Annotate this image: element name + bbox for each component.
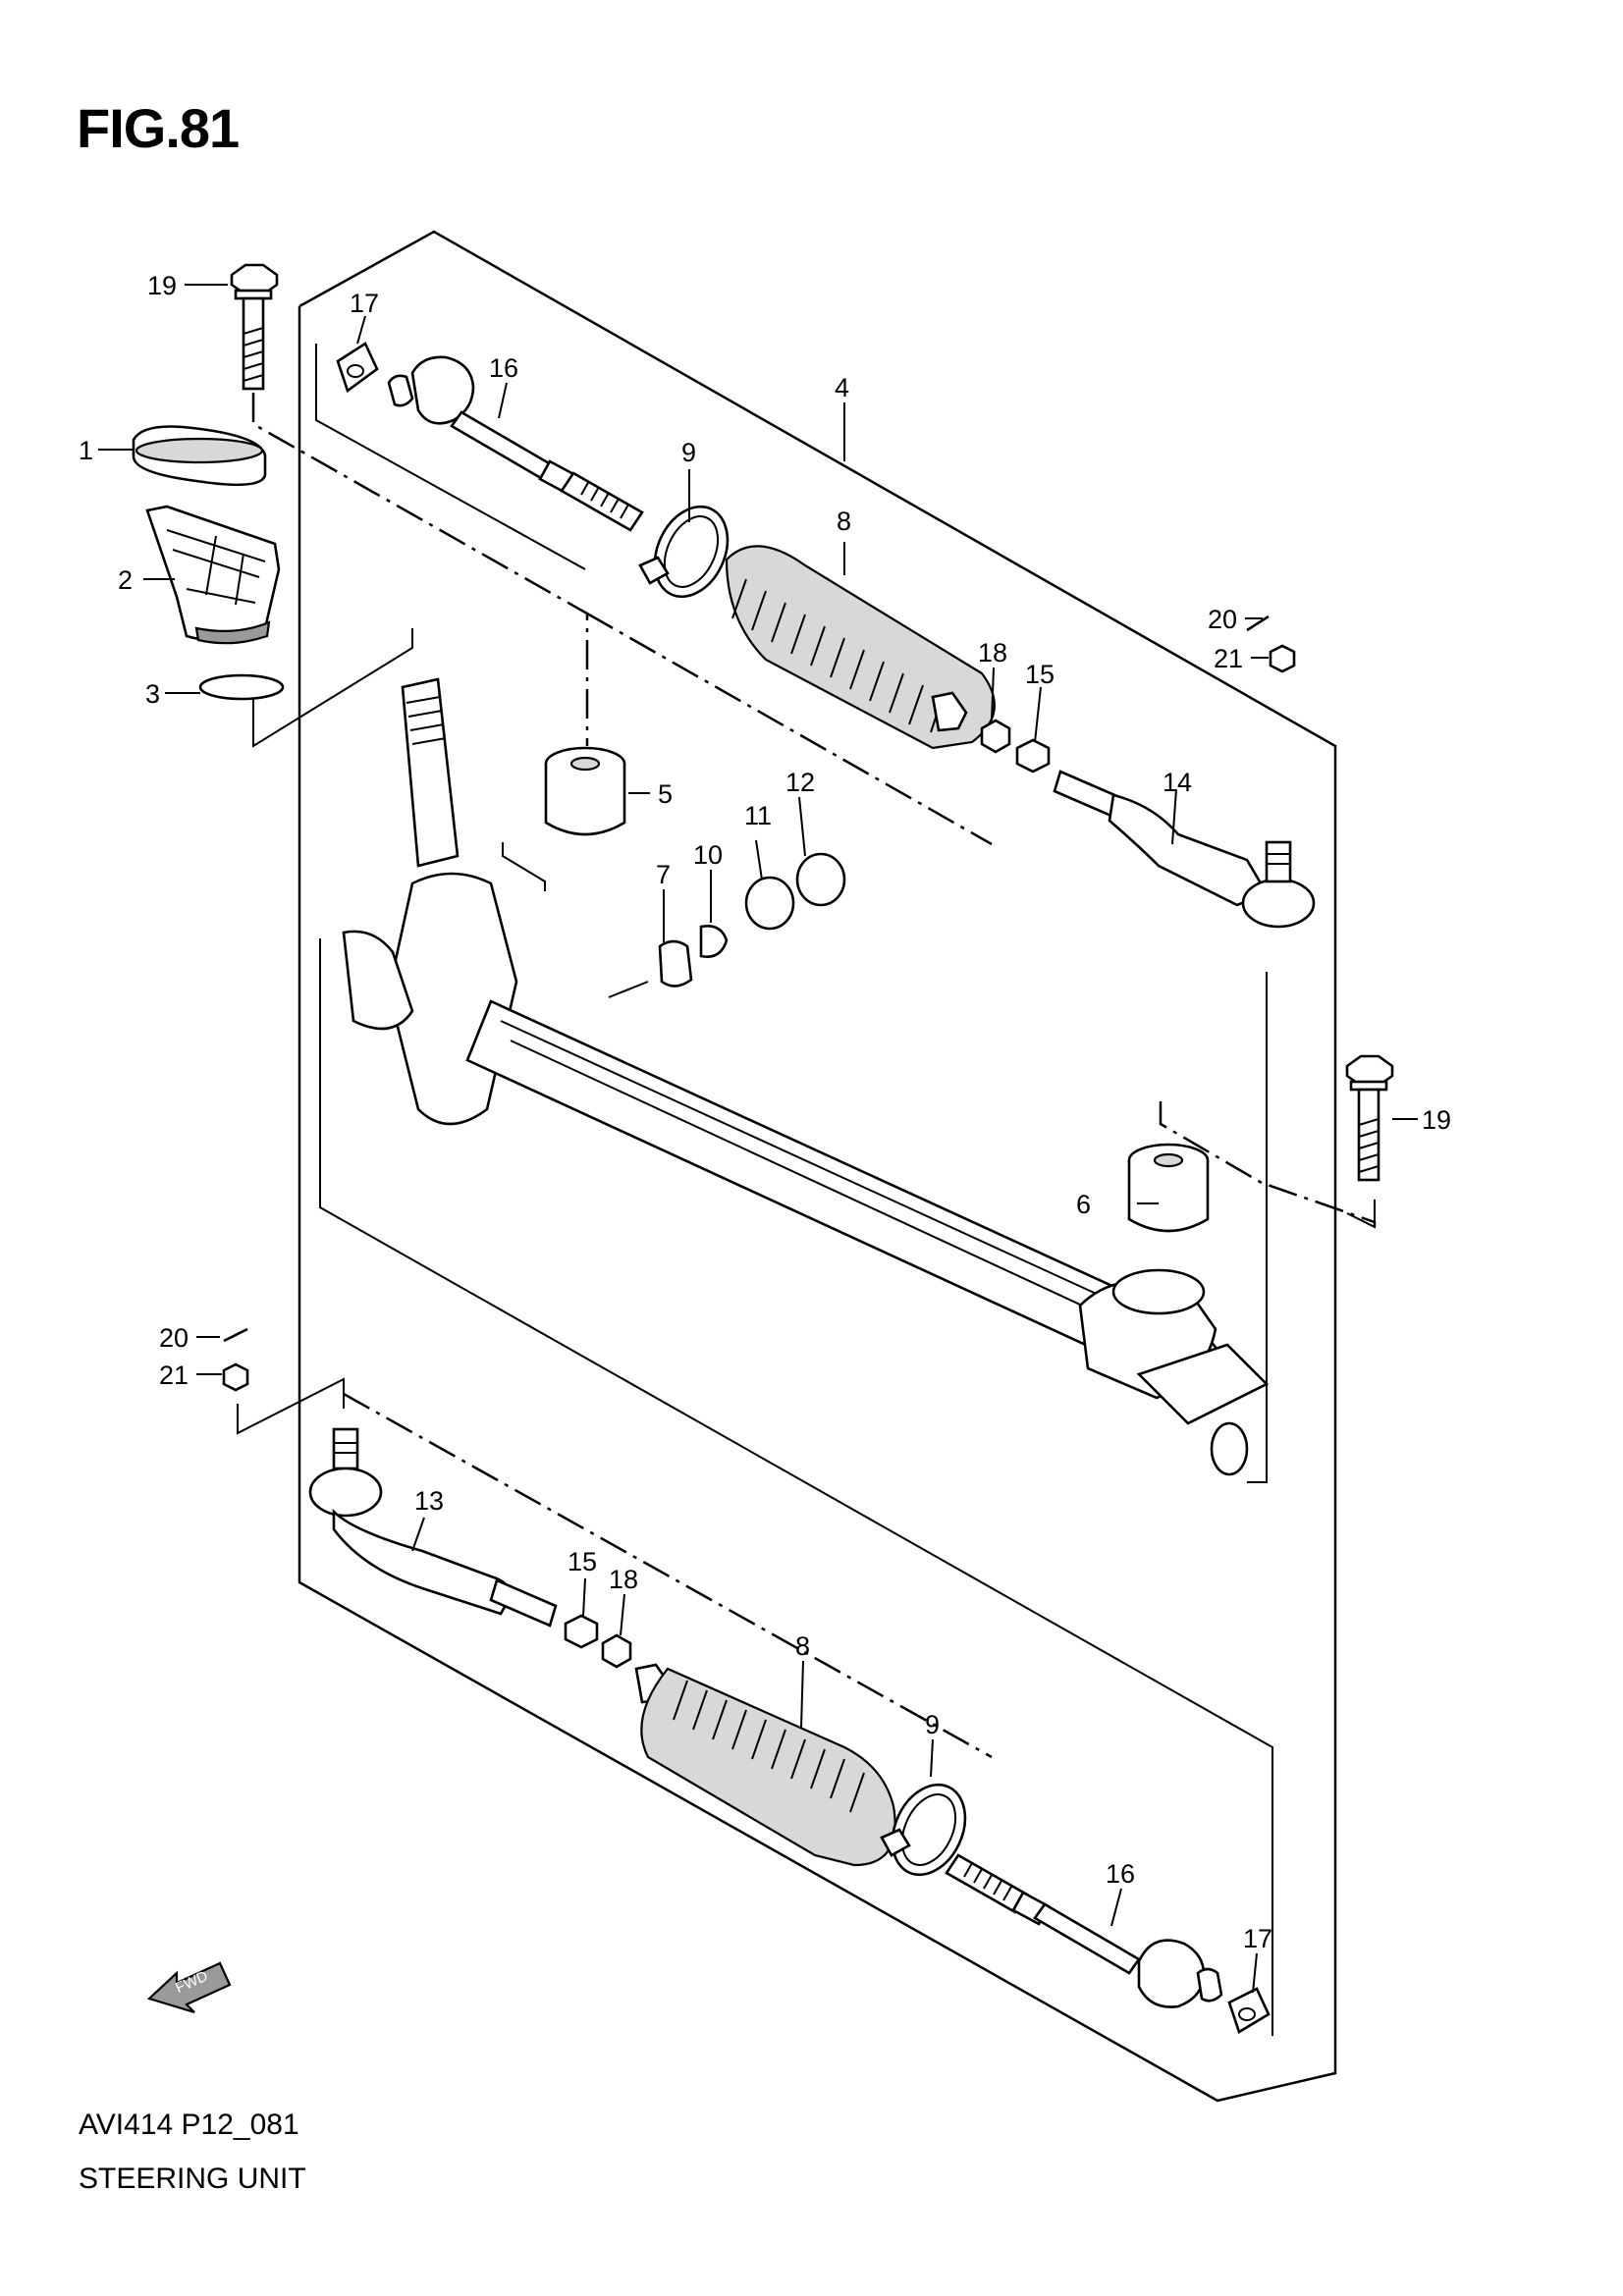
callout-4: 4 [835, 373, 849, 402]
assembly-frame [298, 230, 1337, 2103]
rack-guide [658, 939, 693, 988]
callout-17-lower: 17 [1243, 1924, 1272, 1953]
castle-nut-left [222, 1362, 249, 1392]
callout-3: 3 [145, 679, 160, 709]
cotter-pin-left [223, 1327, 248, 1343]
boot-clamp-upper [638, 505, 730, 599]
callout-16-upper: 16 [489, 353, 518, 383]
callout-15-upper: 15 [1025, 660, 1055, 689]
callout-8-lower: 8 [795, 1631, 810, 1661]
bolt-top-left [230, 263, 279, 391]
figure-code: AVI414 P12_081 [79, 2109, 299, 2141]
jam-nut-upper [1015, 738, 1051, 774]
steering-boot-cover [145, 505, 281, 645]
callout-9-upper: 9 [681, 438, 696, 467]
figure-title: FIG.81 [77, 97, 240, 159]
callout-leaders [98, 284, 1418, 1994]
callout-13: 13 [414, 1486, 444, 1516]
callout-2: 2 [118, 565, 133, 595]
boot-clamp-lower [880, 1783, 967, 1877]
guide-spring [699, 925, 729, 958]
callout-6: 6 [1076, 1190, 1091, 1219]
callout-15-lower: 15 [568, 1547, 597, 1576]
callout-5: 5 [658, 779, 673, 809]
callout-20-right: 20 [1208, 605, 1237, 634]
jam-nut-lower [564, 1614, 599, 1649]
callout-14: 14 [1163, 768, 1192, 797]
steering-gear-housing [342, 677, 1270, 1476]
bolt-right [1345, 1054, 1394, 1182]
callout-21-right: 21 [1214, 644, 1243, 673]
adjusting-plug [744, 876, 795, 931]
o-ring [198, 673, 285, 701]
callout-labels: 1 2 3 4 5 6 7 8 8 9 9 10 11 12 13 14 15 … [79, 271, 1451, 1953]
callout-18-upper: 18 [978, 638, 1007, 667]
inner-tie-rod-upper [387, 355, 644, 532]
callout-21-left: 21 [159, 1361, 189, 1390]
callout-11: 11 [744, 801, 772, 830]
callout-7: 7 [656, 860, 671, 889]
lock-nut-upper [980, 719, 1011, 754]
callout-8-upper: 8 [837, 507, 851, 536]
callout-17-upper: 17 [350, 289, 379, 318]
lock-washer-upper [336, 342, 379, 394]
tie-rod-end-left [308, 1427, 558, 1628]
callout-20-left: 20 [159, 1323, 189, 1353]
lock-ring [795, 852, 846, 907]
callout-19-right: 19 [1422, 1105, 1451, 1135]
fwd-arrow-icon: FWD [146, 1961, 232, 2014]
callout-9-lower: 9 [925, 1710, 940, 1739]
callout-19-upper: 19 [147, 271, 177, 300]
callout-16-lower: 16 [1106, 1859, 1135, 1889]
lock-washer-lower [1227, 1987, 1271, 2034]
guide-lines [237, 393, 1377, 1759]
castle-nut-right [1269, 644, 1296, 673]
callout-12: 12 [785, 768, 815, 797]
callout-10: 10 [693, 840, 723, 870]
bellows-boot-lower [634, 1663, 896, 1867]
seal-ring [132, 425, 267, 487]
bellows-boot-upper [725, 545, 996, 750]
cotter-pin-right [1246, 614, 1270, 632]
figure-caption: STEERING UNIT [79, 2163, 306, 2195]
inner-tie-rod-lower [945, 1853, 1223, 2008]
lock-nut-lower [601, 1633, 632, 1669]
mount-bushing-upper [544, 746, 626, 836]
callout-1: 1 [79, 436, 93, 465]
tie-rod-end-right [1053, 770, 1316, 929]
callout-18-lower: 18 [609, 1565, 638, 1594]
mount-bushing-lower [1127, 1143, 1210, 1233]
